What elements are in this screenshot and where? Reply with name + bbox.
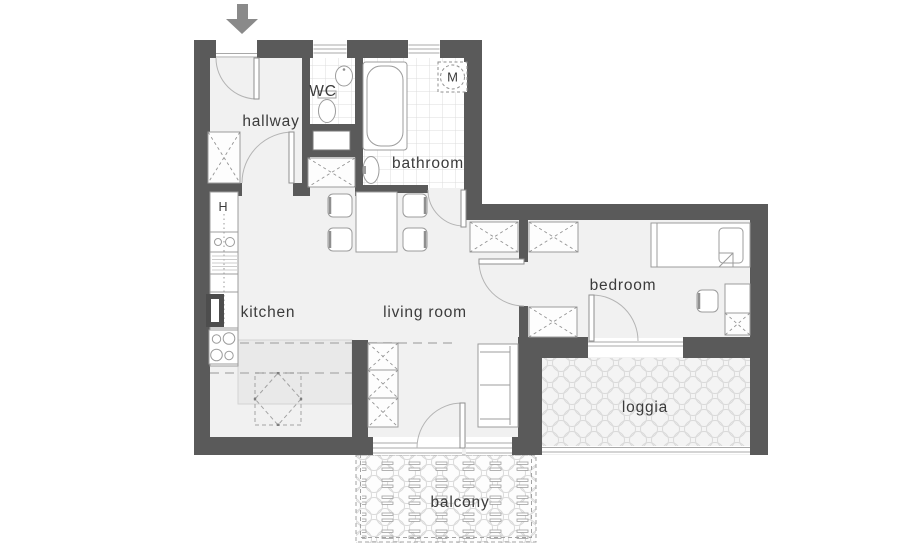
- wall-bedroom-partition-lower: [519, 306, 528, 337]
- wardrobe-bedroom-low: [528, 306, 578, 338]
- wardrobe-desk-side: [724, 312, 751, 336]
- dining-chairs: [327, 193, 428, 252]
- doors: [215, 57, 639, 449]
- wall-left: [194, 40, 210, 455]
- loggia-door-window-threshold: [588, 338, 683, 357]
- loggia-railing: [542, 446, 750, 454]
- sofa: [477, 343, 519, 428]
- wall-bottom-left: [194, 437, 373, 455]
- window-wc: [313, 40, 347, 58]
- entrance-threshold: [216, 40, 257, 58]
- kitchen-zone-marks: [210, 339, 458, 426]
- built-in-cabinet-front: [312, 130, 351, 151]
- door-bedroom: [478, 258, 525, 307]
- kitchen-sink-bowl: [225, 237, 235, 247]
- furniture: [206, 131, 751, 428]
- kitchen-shaded-area: [237, 339, 353, 405]
- wall-top-b: [347, 40, 408, 58]
- room-label-wc: WC: [309, 83, 336, 100]
- wall-storage: [352, 340, 368, 437]
- door-entrance: [215, 57, 260, 100]
- wall-right: [750, 204, 768, 455]
- washing-machine-label: M: [447, 70, 458, 85]
- dishwasher-hatch: [212, 255, 237, 271]
- wall-bedroom-bottom-left: [518, 337, 588, 358]
- planned-table-mark: [253, 372, 303, 426]
- window-balcony-left: [373, 437, 417, 455]
- bathroom-sink: [362, 156, 380, 184]
- kitchen-sink: [214, 238, 222, 246]
- room-label-loggia: loggia: [622, 399, 668, 416]
- desk-chair: [696, 289, 719, 313]
- room-label-bedroom: bedroom: [590, 277, 657, 294]
- fixtures: M H: [218, 61, 468, 214]
- wc-sink: [335, 65, 353, 87]
- balcony-railing-marks: [362, 459, 530, 539]
- window-balcony-right: [466, 437, 512, 455]
- bed: [650, 222, 751, 268]
- wardrobe-wc-column: [307, 157, 356, 188]
- bathtub: [362, 61, 408, 151]
- wall-bathroom-right: [464, 40, 482, 220]
- wardrobe-living-top: [469, 221, 519, 253]
- desk: [724, 283, 751, 314]
- wardrobe-hallway: [207, 131, 241, 184]
- wall-top-right-wing: [464, 204, 768, 220]
- room-label-kitchen: kitchen: [241, 304, 296, 321]
- room-label-hallway: hallway: [242, 113, 299, 130]
- toilet: [317, 90, 337, 123]
- water-heater-label: H: [218, 200, 227, 214]
- wall-bathroom-bottom: [355, 185, 428, 193]
- room-label-living-room: living room: [383, 304, 467, 321]
- wall-bedroom-partition-upper: [519, 220, 528, 262]
- wall-shaft: [206, 294, 224, 327]
- door-bathroom: [427, 189, 467, 228]
- wardrobe-bedroom-top: [528, 221, 579, 253]
- window-bathroom: [408, 40, 440, 58]
- openings: [216, 40, 750, 455]
- stove: [208, 329, 239, 365]
- balcony-door-threshold: [417, 437, 462, 455]
- door-loggia: [588, 294, 639, 342]
- wall-top-corner: [194, 40, 216, 58]
- room-label-bathroom: bathroom: [392, 155, 464, 172]
- door-balcony: [416, 402, 466, 449]
- wardrobe-storage-column: [367, 342, 399, 428]
- wall-top-a: [257, 40, 313, 58]
- wall-bathroom-left: [355, 58, 363, 196]
- wall-bedroom-bottom-right: [683, 337, 768, 358]
- walls: [194, 40, 768, 455]
- loggia-floor-pattern: [542, 358, 750, 447]
- entrance-arrow-icon: [226, 4, 258, 34]
- balcony-outline: [355, 454, 537, 543]
- room-label-balcony: balcony: [430, 494, 489, 511]
- room-labels: hallway WC bathroom kitchen living room …: [241, 83, 668, 511]
- washing-machine: M: [437, 61, 468, 93]
- dining-table: [355, 191, 398, 253]
- door-hallway: [241, 131, 295, 184]
